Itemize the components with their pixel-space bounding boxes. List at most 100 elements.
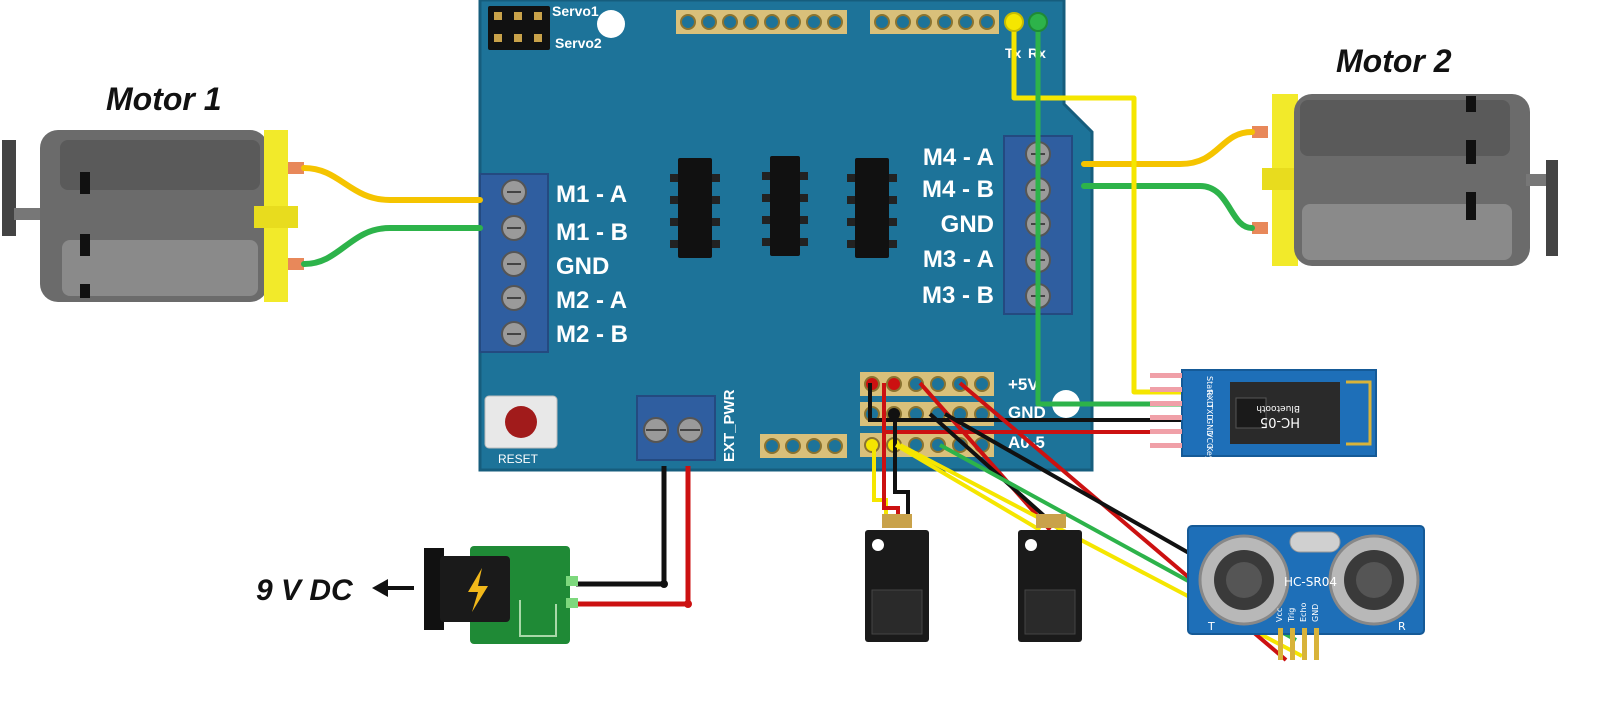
hcsr04-model: HC-SR04 — [1284, 575, 1337, 589]
terminal-block-left — [479, 173, 549, 353]
hcsr04-pin-label: Trig — [1287, 608, 1296, 623]
motor-2-title: Motor 2 — [1336, 43, 1452, 79]
ultrasonic-sensor — [1187, 525, 1425, 660]
header-pin — [874, 14, 890, 30]
header-pin — [701, 14, 717, 30]
digital-header-left — [676, 10, 847, 34]
servo1-label: Servo1 — [552, 3, 599, 19]
ic-pin — [889, 196, 897, 204]
servo-header — [488, 6, 550, 50]
terminal-labels-left: M1 - A M1 - B GND M2 - A M2 - B — [556, 181, 628, 348]
bt-pin-label: Key — [1205, 446, 1214, 461]
ic-pin — [847, 218, 855, 226]
motor-1-title: Motor 1 — [106, 81, 222, 117]
header-pin — [974, 376, 990, 392]
driver-ic-1 — [670, 158, 720, 258]
driver-ic-2 — [762, 156, 808, 256]
bt-pin-label: RXD — [1205, 390, 1214, 407]
servo2-label: Servo2 — [555, 35, 602, 51]
bt-pin — [1150, 401, 1182, 406]
ic-pin — [800, 194, 808, 202]
terminal-label-m2a: M2 - A — [556, 287, 627, 314]
header-pin — [827, 438, 843, 454]
header-pin — [806, 14, 822, 30]
terminal-label-gnd-right: GND — [941, 211, 994, 238]
ic-pin — [889, 218, 897, 226]
ext-power-terminal — [636, 395, 716, 461]
ic-pin — [762, 172, 770, 180]
bt-pin — [1150, 443, 1182, 448]
terminal-labels-right: M4 - A M4 - B GND M3 - A M3 - B — [922, 144, 994, 309]
wire-m4b — [1081, 183, 1255, 231]
ir-sensor-2 — [1018, 514, 1082, 642]
terminal-label-m3a: M3 - A — [923, 246, 994, 273]
ic-pin — [800, 172, 808, 180]
ic-pin — [712, 240, 720, 248]
header-pin — [806, 438, 822, 454]
ic-pin — [889, 174, 897, 182]
reset-label: RESET — [498, 452, 539, 466]
terminal-label-m2b: M2 - B — [556, 321, 628, 348]
bt-pin — [1150, 373, 1182, 378]
reset-button[interactable] — [484, 395, 558, 449]
motor-1 — [2, 130, 304, 302]
ic-pin — [670, 174, 678, 182]
ic-pin — [712, 196, 720, 204]
header-pin — [937, 14, 953, 30]
motor-wires — [301, 129, 1255, 267]
bluetooth-module — [1150, 369, 1377, 457]
arrow-left-icon — [372, 579, 414, 597]
bt-pin-label: VCC — [1205, 432, 1214, 449]
mounting-hole — [597, 10, 625, 38]
digital-header-right — [870, 10, 999, 34]
ic-body — [678, 158, 712, 258]
terminal-label-m4a: M4 - A — [923, 144, 994, 171]
wire-m1a — [301, 165, 483, 203]
ic-pin — [889, 240, 897, 248]
hcsr04-r: R — [1398, 620, 1406, 633]
power-label: 9 V DC — [256, 574, 354, 607]
bt-sub: Bluetooth — [1256, 403, 1300, 413]
terminal-label-m1a: M1 - A — [556, 181, 627, 208]
ic-pin — [762, 238, 770, 246]
ic-body — [855, 158, 889, 258]
bt-pin — [1150, 429, 1182, 434]
hcsr04-pin-label: Echo — [1299, 602, 1308, 622]
ic-body — [770, 156, 800, 256]
rail-gnd-label: GND — [1008, 403, 1046, 422]
rx-pin — [1028, 12, 1048, 32]
analog-header-bottom — [760, 434, 847, 458]
header-pin — [886, 376, 902, 392]
ic-pin — [762, 194, 770, 202]
ic-pin — [670, 240, 678, 248]
ic-pin — [712, 174, 720, 182]
header-pin — [764, 438, 780, 454]
ic-pin — [847, 196, 855, 204]
header-pin — [785, 14, 801, 30]
ext-pwr-label: EXT_PWR — [721, 389, 738, 462]
ic-pin — [800, 216, 808, 224]
wire-m1b — [301, 225, 483, 267]
bt-pin-label: State — [1205, 376, 1214, 397]
bt-pin-labels: State RXD TXD GND VCC Key — [1205, 376, 1214, 461]
ir-sensor-1 — [865, 514, 929, 642]
ic-pin — [800, 238, 808, 246]
ic-pin — [847, 240, 855, 248]
header-pin — [930, 437, 946, 453]
motor-shield: Servo1 Servo2 Tx Rx M1 - A M1 - B GND M2… — [478, 0, 1094, 472]
terminal-label-gnd-left: GND — [556, 253, 609, 280]
terminal-label-m4b: M4 - B — [922, 176, 994, 203]
wire-rx-green — [1035, 22, 1182, 407]
header-pin — [979, 14, 995, 30]
ic-pin — [670, 196, 678, 204]
power-wires — [576, 466, 691, 607]
dc-power-jack — [424, 546, 578, 644]
power-junction — [660, 580, 668, 588]
header-pin — [958, 14, 974, 30]
ic-pin — [847, 174, 855, 182]
header-pin — [743, 14, 759, 30]
hcsr04-pin-label: GND — [1311, 604, 1320, 622]
bt-pin-label: TXD — [1205, 403, 1214, 421]
header-pin — [895, 14, 911, 30]
